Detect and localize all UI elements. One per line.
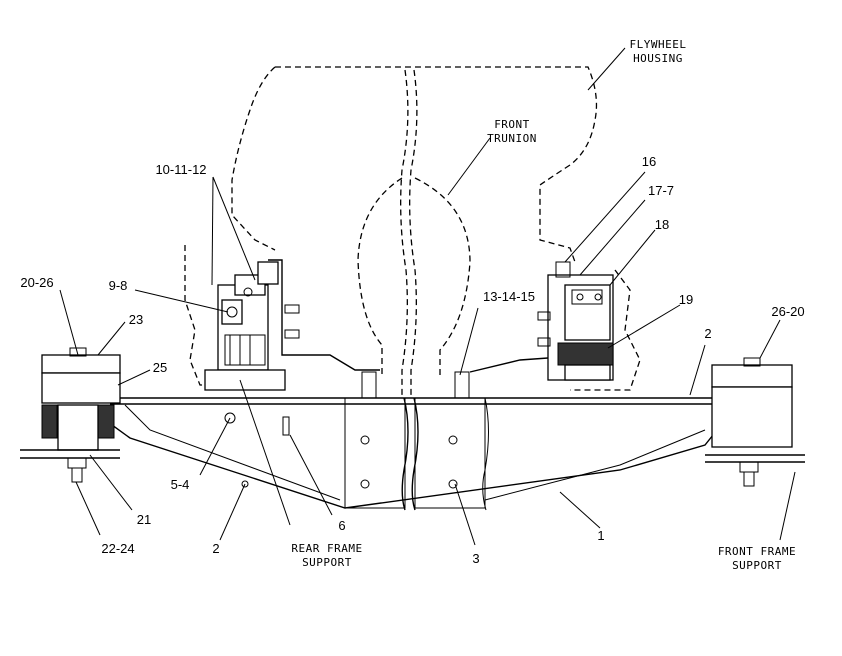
front-trunion-caption-line2: TRUNION	[487, 132, 537, 145]
callout-19: 19	[679, 292, 693, 307]
callout-23: 23	[129, 312, 143, 327]
rear-mount-bracket	[184, 245, 380, 399]
left-isolator-mount	[20, 347, 121, 483]
callout-2-left: 2	[212, 541, 219, 556]
leader-lines	[59, 47, 796, 546]
frame-rail	[110, 397, 730, 511]
callout-2-right: 2	[704, 326, 711, 341]
front-frame-support-caption-line2: SUPPORT	[732, 559, 782, 572]
callout-13-14-15: 13-14-15	[483, 289, 535, 304]
callout-16: 16	[642, 154, 656, 169]
right-isolator-mount	[705, 357, 805, 487]
front-frame-support-caption-line1: FRONT FRAME	[718, 545, 796, 558]
callout-26-20: 26-20	[771, 304, 804, 319]
callout-9-8: 9-8	[109, 278, 128, 293]
callout-5-4: 5-4	[171, 477, 190, 492]
callout-22-24: 22-24	[101, 541, 134, 556]
flywheel-housing-caption-line1: FLYWHEEL	[630, 38, 687, 51]
callout-3: 3	[472, 551, 479, 566]
flywheel-housing-outline	[231, 66, 598, 395]
front-mount-bracket	[454, 261, 641, 399]
callout-17-7: 17-7	[648, 183, 674, 198]
callout-25: 25	[153, 360, 167, 375]
callout-10-11-12: 10-11-12	[155, 162, 206, 177]
rear-frame-support-caption-line2: SUPPORT	[302, 556, 352, 569]
flywheel-housing-caption-line2: HOUSING	[633, 52, 683, 65]
callout-18: 18	[655, 217, 669, 232]
callout-6: 6	[338, 518, 345, 533]
front-trunion-caption-line1: FRONT	[494, 118, 530, 131]
callout-1: 1	[597, 528, 604, 543]
callout-21: 21	[137, 512, 151, 527]
callout-20-26: 20-26	[20, 275, 53, 290]
rear-frame-support-caption-line1: REAR FRAME	[291, 542, 362, 555]
